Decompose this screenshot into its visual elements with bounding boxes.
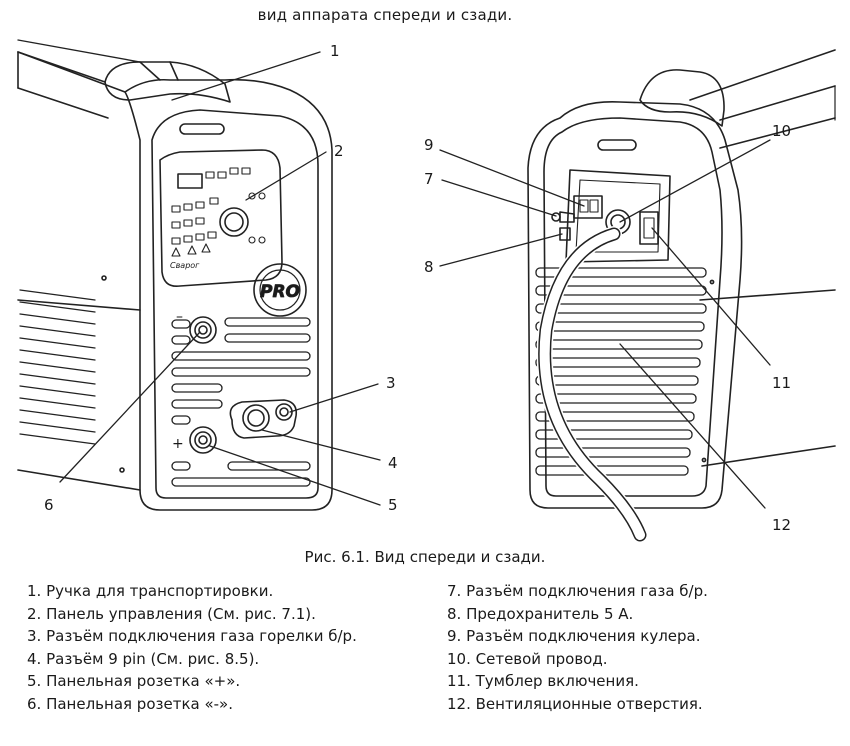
callout-4: 4 <box>388 454 398 472</box>
callout-6: 6 <box>44 496 54 514</box>
callout-11: 11 <box>772 374 791 392</box>
legend-item: 2. Панель управления (См. рис. 7.1). <box>27 604 316 623</box>
legend-item: 5. Панельная розетка «+». <box>27 672 241 691</box>
plus-sign: + <box>172 436 184 452</box>
legend-item: 3. Разъём подключения газа горелки б/р. <box>27 627 357 646</box>
callouts: 1 2 3 4 5 6 7 8 9 10 11 12 <box>44 42 791 534</box>
legend-right: 7. Разъём подключения газа б/р. 8. Предо… <box>447 580 708 716</box>
legend-item: 9. Разъём подключения кулера. <box>447 627 701 646</box>
figure-caption: Рис. 6.1. Вид спереди и сзади. <box>304 548 546 566</box>
legend-item: 1. Ручка для транспортировки. <box>27 582 274 600</box>
legend-item: 4. Разъём 9 pin (См. рис. 8.5). <box>27 649 260 668</box>
legend-item: 11. Тумблер включения. <box>447 672 639 691</box>
legend-item: 12. Вентиляционные отверстия. <box>447 694 703 713</box>
callout-9: 9 <box>424 136 434 154</box>
legend-item: 8. Предохранитель 5 А. <box>447 604 634 623</box>
legend-item: 6. Панельная розетка «-». <box>27 694 234 713</box>
legend-left: 1. Ручка для транспортировки. 2. Панель … <box>27 580 357 716</box>
top-caption: вид аппарата спереди и сзади. <box>257 6 513 24</box>
callout-3: 3 <box>386 374 396 392</box>
callout-12: 12 <box>772 516 791 534</box>
device-illustration: PRO – <box>17 39 836 543</box>
callout-1: 1 <box>330 42 340 60</box>
rear-view <box>527 49 836 543</box>
callout-10: 10 <box>772 122 791 140</box>
callout-2: 2 <box>334 142 344 160</box>
callout-8: 8 <box>424 258 434 276</box>
minus-sign: – <box>176 309 183 325</box>
front-view: PRO – <box>17 39 333 511</box>
legend-item: 7. Разъём подключения газа б/р. <box>447 582 708 600</box>
callout-5: 5 <box>388 496 398 514</box>
callout-7: 7 <box>424 170 434 188</box>
leader-lines <box>59 51 771 509</box>
pro-badge-text: PRO <box>260 282 300 302</box>
legend-item: 10. Сетевой провод. <box>447 649 608 668</box>
brand-mark: Сварог <box>170 261 200 270</box>
